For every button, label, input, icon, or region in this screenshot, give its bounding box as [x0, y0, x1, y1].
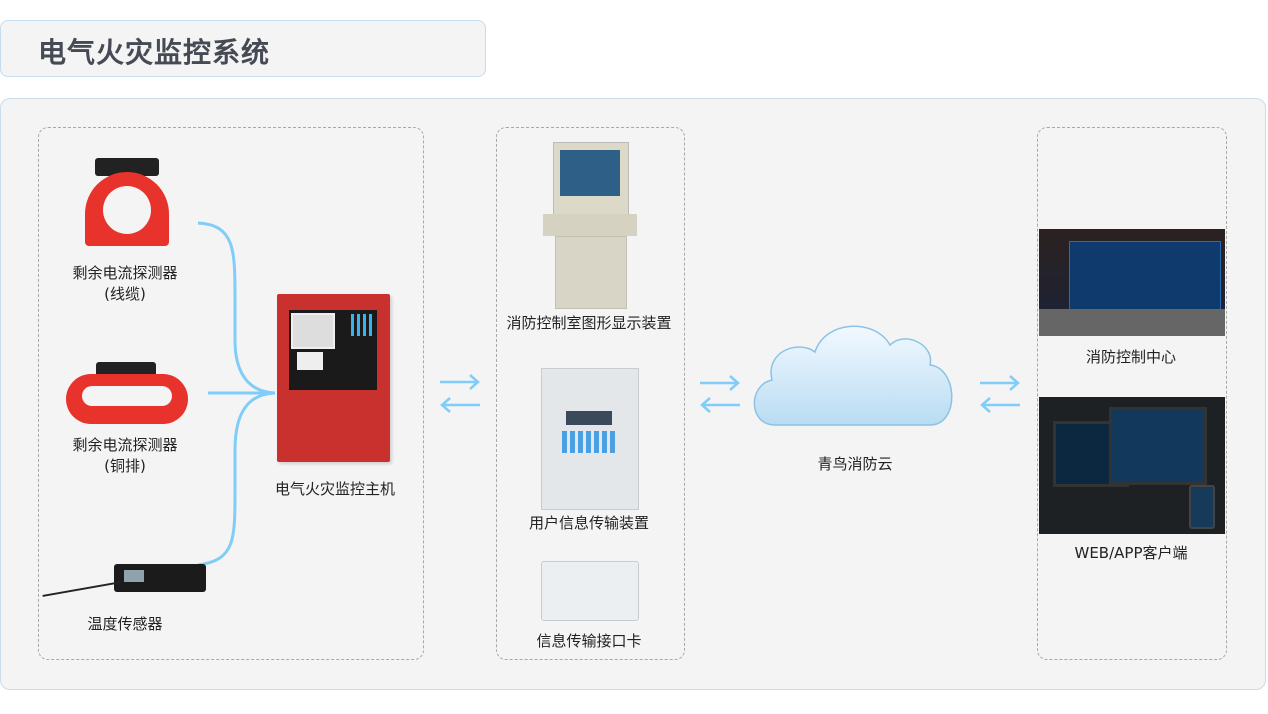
connector-curve-bottom	[197, 391, 276, 567]
device-label: 用户信息传输装置	[528, 514, 650, 532]
detector-group	[38, 127, 424, 660]
user-info-transmission-device-image	[541, 368, 639, 510]
device-label: 消防控制室图形显示装置	[506, 314, 672, 332]
graphic-display-device-image	[543, 142, 637, 309]
connector-curve-top	[197, 221, 276, 395]
device-group	[496, 127, 685, 660]
residual-current-detector-cable-image	[85, 158, 169, 246]
web-app-client-image	[1039, 397, 1225, 534]
bidirectional-arrow-1	[440, 374, 480, 413]
interface-card-image	[541, 561, 639, 621]
detector-sublabel: (线缆)	[104, 285, 146, 303]
title-box	[0, 20, 486, 77]
detector-label: 温度传感器	[87, 615, 163, 633]
detector-label: 剩余电流探测器	[72, 264, 178, 282]
temperature-sensor-image	[42, 560, 212, 606]
client-label: 消防控制中心	[1085, 348, 1177, 366]
fire-control-center-image	[1039, 229, 1225, 336]
detector-label: 剩余电流探测器	[72, 436, 178, 454]
host-label: 电气火灾监控主机	[274, 480, 396, 498]
cloud-label: 青鸟消防云	[817, 455, 893, 473]
bidirectional-arrow-3	[980, 375, 1020, 413]
page-title: 电气火灾监控系统	[38, 36, 271, 69]
bidirectional-arrow-2	[700, 375, 740, 413]
client-label: WEB/APP客户端	[1074, 544, 1188, 562]
client-group	[1037, 127, 1227, 660]
detector-sublabel: (铜排)	[104, 457, 146, 475]
device-label: 信息传输接口卡	[536, 632, 642, 650]
monitoring-host-image	[277, 294, 390, 462]
residual-current-detector-busbar-image	[66, 362, 188, 424]
cloud-icon	[753, 325, 953, 426]
